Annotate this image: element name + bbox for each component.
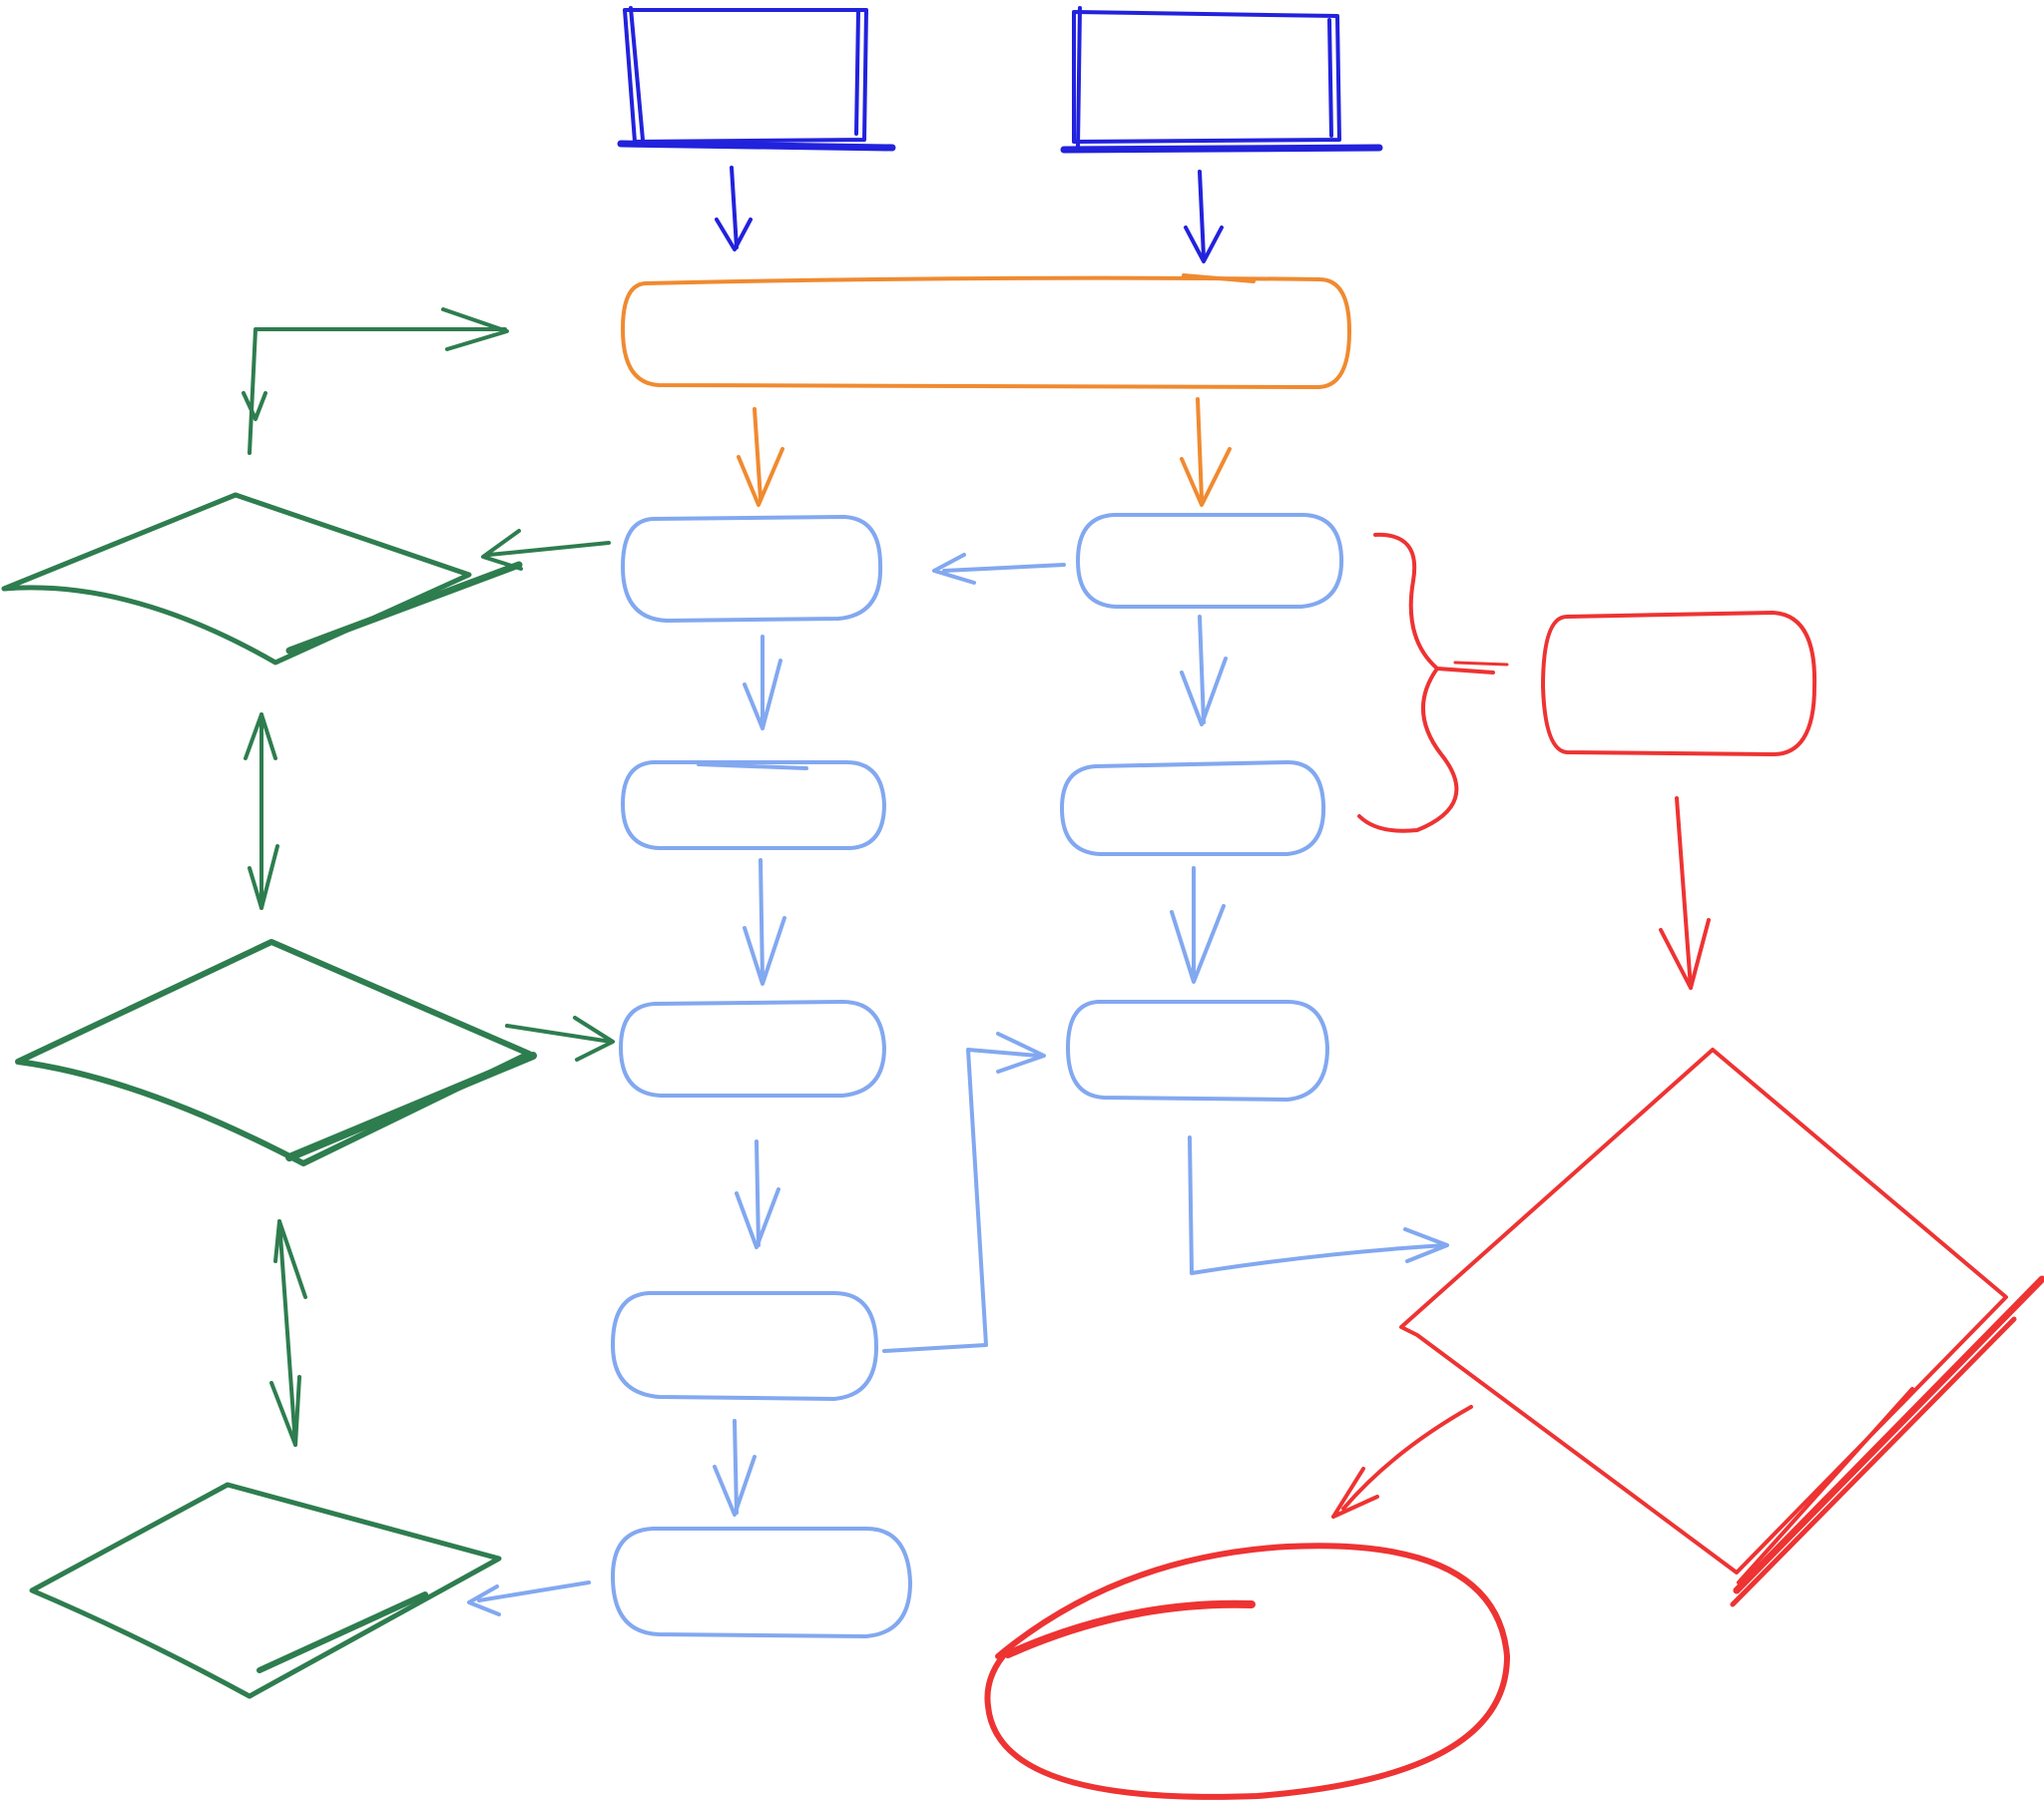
decision-left-1 [1, 492, 472, 666]
process-5a [611, 1527, 912, 1638]
process-group [467, 513, 1449, 1638]
process-2a-stroke [697, 762, 808, 770]
decision-left-3 [29, 1482, 502, 1699]
process-2b [1060, 760, 1326, 856]
process-4a [611, 1291, 878, 1401]
process-3a [619, 1000, 886, 1098]
arrow-top-right-down [1184, 170, 1224, 263]
arrow-merge-right-down [1180, 397, 1232, 507]
process-1b [1076, 513, 1344, 609]
right-branch-group [984, 532, 2044, 1800]
process-2a [621, 760, 886, 850]
curly-brace [1357, 532, 1495, 833]
arrow-top-left-down [715, 166, 753, 251]
top-box-left [617, 6, 896, 152]
terminator-ellipse [984, 1543, 1510, 1800]
left-decision-group [1, 307, 615, 1699]
process-1a [621, 515, 883, 623]
merge-bar [621, 273, 1351, 389]
process-3b [1066, 1000, 1329, 1102]
decision-left-2 [15, 939, 532, 1166]
arrow-merge-left-down [737, 407, 784, 507]
side-box [1541, 611, 1817, 757]
decision-right [1399, 1048, 2008, 1575]
top-box-right [1060, 6, 1383, 154]
